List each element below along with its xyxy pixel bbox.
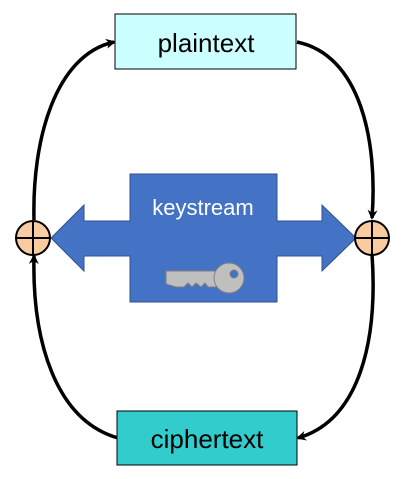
arrow-plaintext-to-right-xor	[296, 40, 378, 220]
arrow-left-xor-to-plaintext	[32, 38, 116, 221]
xor-icon	[354, 220, 390, 256]
keystream-block	[50, 173, 357, 303]
plaintext-label: plaintext	[158, 28, 256, 58]
xor-icon	[15, 220, 51, 256]
arrow-right-xor-to-ciphertext	[296, 253, 375, 441]
ciphertext-label: ciphertext	[151, 424, 264, 454]
keystream-label: keystream	[152, 195, 253, 220]
key-icon	[165, 262, 245, 294]
plaintext-box	[114, 13, 297, 70]
ciphertext-box	[116, 410, 298, 466]
arrow-ciphertext-to-left-xor	[28, 254, 119, 440]
